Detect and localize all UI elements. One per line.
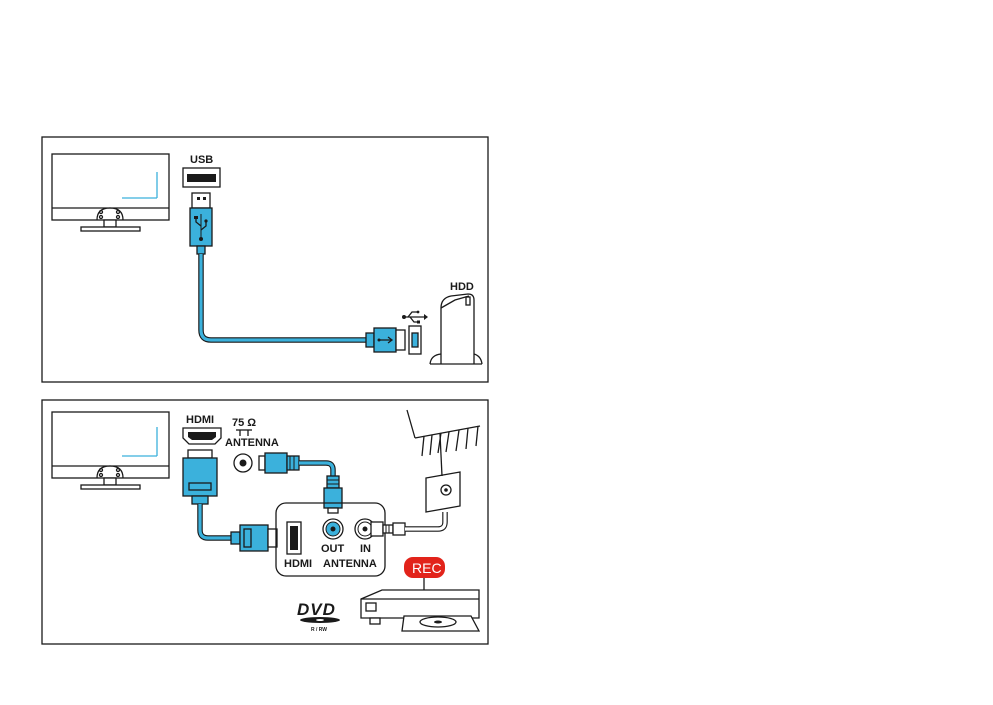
out-label: OUT [321,543,345,555]
hdd-port [408,325,422,355]
micro-usb-plug [365,327,406,353]
usb-hdd-panel: USB [41,136,489,383]
tv-hdmi-plug [182,449,218,505]
tv-icon [51,153,170,232]
roof-antenna-icon [406,409,481,477]
box-antenna-label: ANTENNA [323,558,377,570]
dvd-logo: DVD R / RW [297,600,340,633]
tv-icon [51,411,170,490]
dvd-sub-text: R / RW [311,627,327,633]
dvd-recorder-icon [360,589,481,632]
antenna-in-cable [370,512,448,537]
hdd-label: HDD [450,281,474,293]
rec-label: REC [412,560,442,576]
box-hdmi-label: HDMI [284,558,312,570]
usb-port [182,167,221,188]
tv-hdmi-label: HDMI [186,414,214,426]
usb-plug [189,192,213,255]
recorder-out-port [322,518,344,540]
recorder-panel: HDMI 75 Ω ANT [41,399,489,645]
usb-label: USB [190,154,213,166]
tv-hdmi-port [182,427,222,445]
tv-antenna-port [233,453,253,473]
antenna-ohm-label: 75 Ω [232,417,256,429]
hdmi-cable [197,504,234,541]
dvd-logo-text: DVD [297,600,336,619]
recorder-hdmi-plug [230,524,278,552]
usb-symbol-icon [402,310,428,324]
recorder-in-port [354,518,376,540]
usb-cable [198,254,368,343]
wall-antenna-socket-icon [425,471,461,513]
recorder-hdmi-port [286,521,302,555]
recorder-rear-panel: OUT IN HDMI ANTENNA [275,502,386,577]
in-label: IN [360,543,371,555]
antenna-label: ANTENNA [225,437,279,449]
hdd-icon [429,293,483,365]
rec-badge: REC [404,557,445,590]
coax-symbol-icon [236,429,252,436]
